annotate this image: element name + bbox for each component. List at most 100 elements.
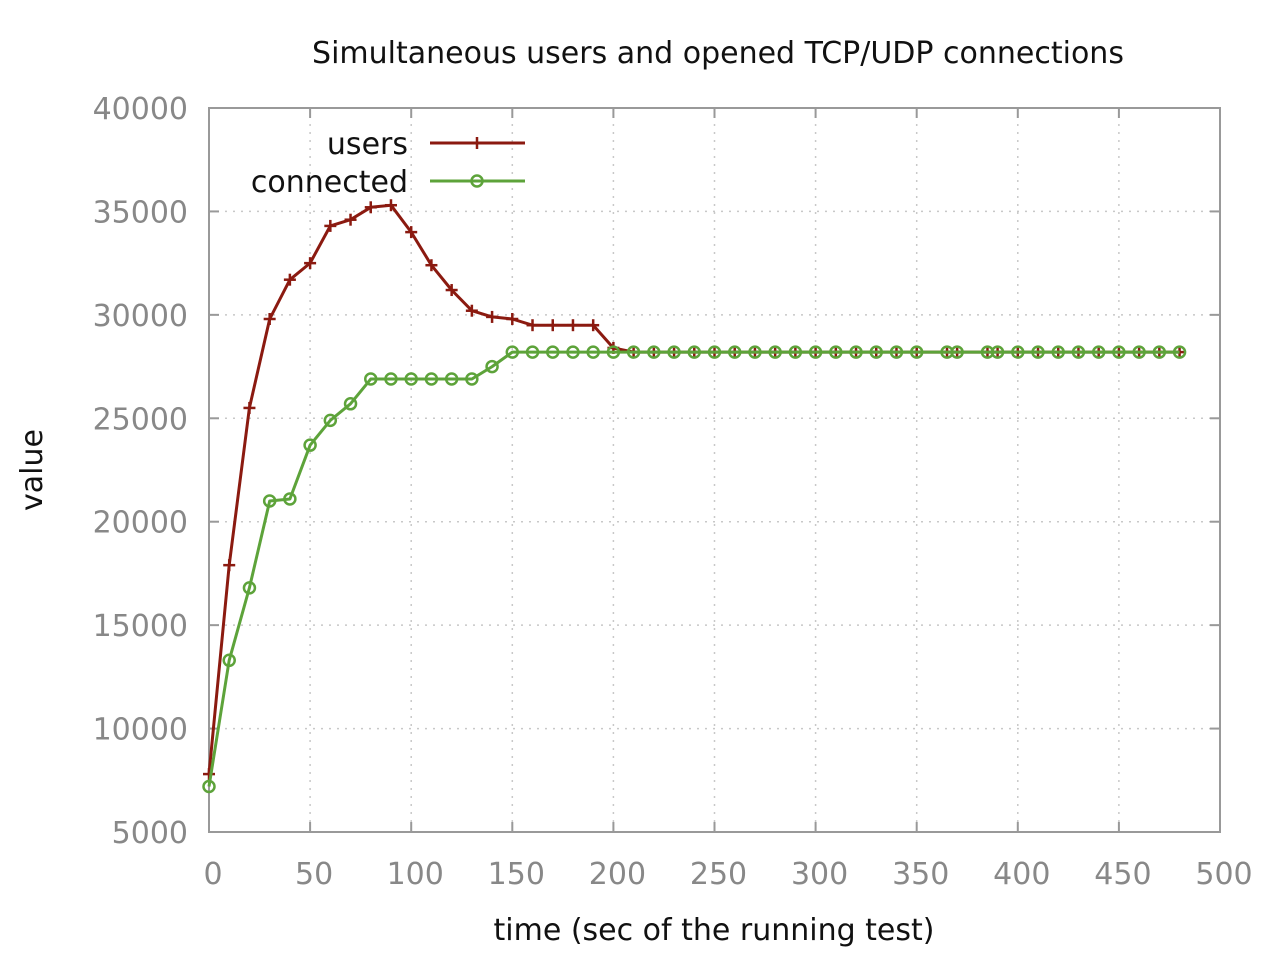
data-point-connected bbox=[909, 345, 924, 359]
data-point-connected bbox=[950, 345, 964, 359]
x-tick-label: 150 bbox=[488, 857, 545, 892]
data-point-connected bbox=[485, 359, 499, 374]
data-point-connected bbox=[647, 345, 661, 359]
data-point-users bbox=[506, 312, 519, 325]
data-point-connected bbox=[869, 345, 884, 359]
data-point-users bbox=[304, 257, 317, 270]
y-tick-label: 35000 bbox=[93, 195, 188, 230]
data-point-connected bbox=[566, 345, 580, 359]
data-point-connected bbox=[1011, 345, 1025, 359]
chart-title: Simultaneous users and opened TCP/UDP co… bbox=[312, 36, 1124, 71]
data-point-connected bbox=[748, 345, 762, 359]
data-point-connected bbox=[424, 372, 439, 386]
data-point-connected bbox=[808, 345, 823, 359]
data-point-connected bbox=[222, 653, 236, 668]
data-point-users bbox=[587, 319, 600, 332]
data-point-connected bbox=[1031, 345, 1045, 359]
data-point-users bbox=[263, 312, 276, 325]
data-point-connected bbox=[768, 345, 782, 359]
data-point-connected bbox=[404, 372, 418, 386]
data-point-users bbox=[465, 304, 478, 317]
legend-item-connected: connected bbox=[251, 165, 525, 200]
data-point-connected bbox=[1051, 345, 1065, 359]
y-tick-label: 10000 bbox=[93, 713, 188, 748]
y-tick-label: 20000 bbox=[93, 506, 188, 541]
data-point-connected bbox=[242, 581, 257, 595]
x-tick-label: 50 bbox=[295, 857, 333, 892]
x-tick-label: 350 bbox=[892, 857, 949, 892]
y-tick-label: 5000 bbox=[112, 816, 188, 851]
data-point-users bbox=[526, 319, 539, 332]
x-tick-label: 250 bbox=[690, 857, 747, 892]
data-point-connected bbox=[384, 372, 398, 386]
series-line-connected bbox=[207, 350, 1180, 787]
data-point-users bbox=[243, 401, 256, 414]
data-point-connected bbox=[727, 345, 742, 359]
data-point-connected bbox=[202, 779, 216, 794]
series-layer bbox=[202, 199, 1187, 794]
legend-label: connected bbox=[251, 165, 408, 200]
y-tick-label: 15000 bbox=[93, 609, 188, 644]
data-point-connected bbox=[545, 345, 560, 359]
data-point-connected bbox=[343, 397, 358, 411]
x-tick-label: 450 bbox=[1094, 857, 1151, 892]
data-point-connected bbox=[667, 345, 681, 359]
data-point-users bbox=[566, 319, 579, 332]
series-line-users bbox=[207, 203, 1180, 775]
x-axis-label: time (sec of the running test) bbox=[494, 913, 935, 948]
axis-ticks: 0 50 100 150 200 250 300 350 400 450 500 5000 10000 1… bbox=[93, 92, 1253, 892]
data-point-users bbox=[223, 559, 236, 572]
legend-marker bbox=[470, 174, 484, 188]
data-point-connected bbox=[262, 494, 277, 508]
data-point-connected bbox=[323, 413, 338, 428]
data-point-connected bbox=[829, 345, 843, 359]
data-point-connected bbox=[626, 345, 641, 359]
data-point-users bbox=[425, 259, 438, 272]
legend-item-users: users bbox=[327, 127, 525, 162]
data-point-connected bbox=[505, 345, 520, 359]
data-point-connected bbox=[1132, 345, 1146, 359]
x-tick-label: 300 bbox=[791, 857, 848, 892]
series-connected bbox=[202, 345, 1187, 794]
data-point-connected bbox=[1091, 345, 1106, 359]
y-tick-label: 40000 bbox=[93, 92, 188, 127]
data-point-users bbox=[324, 219, 337, 232]
series-users bbox=[203, 199, 1186, 781]
data-point-connected bbox=[525, 345, 540, 359]
data-point-connected bbox=[849, 345, 863, 359]
data-point-connected bbox=[606, 345, 621, 359]
data-point-connected bbox=[889, 345, 904, 359]
x-tick-label: 400 bbox=[993, 857, 1050, 892]
data-point-connected bbox=[364, 372, 378, 386]
legend-label: users bbox=[327, 127, 408, 162]
data-point-connected bbox=[1152, 345, 1167, 359]
data-point-users bbox=[283, 273, 296, 286]
data-point-users bbox=[344, 213, 357, 226]
data-point-users bbox=[445, 284, 458, 297]
data-point-connected bbox=[788, 345, 803, 359]
data-point-users bbox=[486, 310, 499, 323]
data-point-connected bbox=[1172, 345, 1187, 359]
data-point-connected bbox=[586, 345, 600, 359]
x-tick-label: 100 bbox=[387, 857, 444, 892]
data-point-users bbox=[546, 319, 559, 332]
y-tick-label: 30000 bbox=[93, 299, 188, 334]
grid bbox=[209, 108, 1220, 832]
data-point-connected bbox=[1071, 345, 1086, 359]
data-point-users bbox=[384, 199, 397, 212]
x-tick-label: 200 bbox=[589, 857, 646, 892]
data-point-connected bbox=[707, 345, 722, 359]
data-point-connected bbox=[303, 438, 317, 452]
data-point-users bbox=[364, 201, 377, 214]
x-tick-label: 500 bbox=[1195, 857, 1252, 892]
y-axis-label: value bbox=[15, 429, 50, 511]
data-point-connected bbox=[990, 345, 1005, 359]
x-tick-label: 0 bbox=[203, 857, 222, 892]
y-tick-label: 25000 bbox=[93, 402, 188, 437]
data-point-connected bbox=[465, 372, 479, 386]
data-point-connected bbox=[444, 372, 459, 386]
data-point-connected bbox=[1112, 345, 1126, 359]
legend-marker bbox=[471, 137, 483, 149]
